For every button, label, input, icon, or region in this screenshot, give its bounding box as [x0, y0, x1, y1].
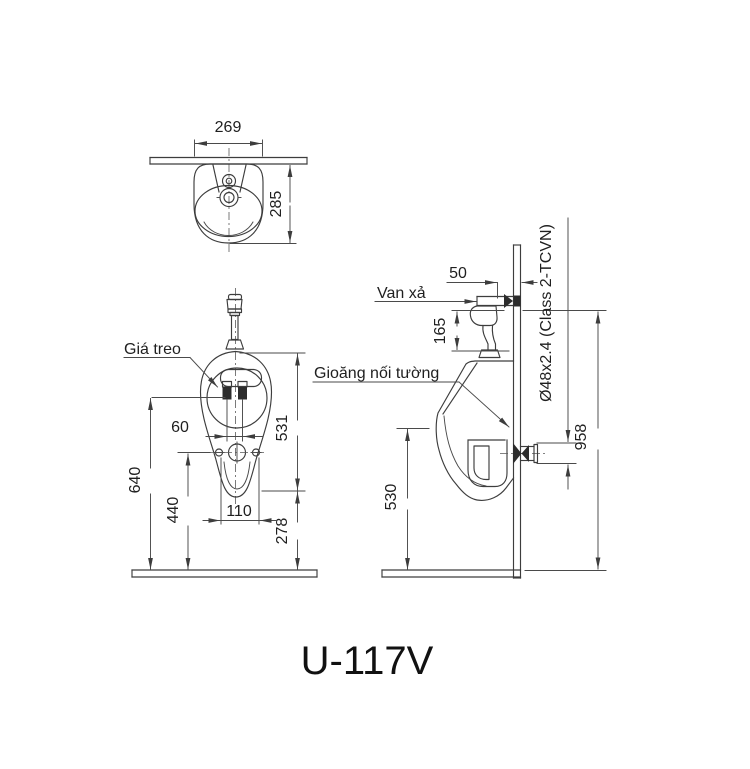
- front-bracket-label-text: Giá treo: [124, 341, 181, 358]
- front-floor-line: [131, 569, 318, 578]
- side-gasket-label-text: Gioăng nối tường: [314, 365, 439, 382]
- front-rim-circle: [206, 367, 268, 429]
- front-bracket-label: Giá treo: [123, 341, 219, 388]
- dim-front-rim-clearance: 278: [274, 491, 300, 570]
- dim-front-bracket-height-value: 640: [127, 467, 144, 494]
- dim-top-width: 269: [194, 119, 263, 157]
- dim-side-valve-height: 165: [432, 310, 510, 352]
- dim-side-pipe-spec-value: Ø48x2.4 (Class 2-TCVN): [538, 224, 555, 402]
- front-body-outline: [199, 350, 273, 498]
- model-title: U-117V: [301, 639, 434, 683]
- dim-side-pipe-spec: Ø48x2.4 (Class 2-TCVN): [536, 217, 577, 490]
- side-wall-bar: [512, 244, 522, 579]
- side-floor-line: [381, 569, 522, 578]
- dim-top-depth-value: 285: [268, 191, 285, 218]
- dim-side-front-height: 530: [383, 428, 430, 570]
- dim-front-rim-clearance-value: 278: [274, 518, 291, 545]
- front-brackets: [221, 380, 248, 442]
- dim-side-front-height-value: 530: [383, 484, 400, 511]
- front-drain: [208, 441, 266, 464]
- dim-top-depth: 285: [229, 165, 297, 244]
- front-spreader-channel: [219, 368, 263, 388]
- dim-front-drain-height: 440: [165, 452, 211, 570]
- dim-front-body-height-value: 531: [274, 415, 291, 442]
- dim-front-bracket-height: 640: [127, 397, 226, 570]
- dim-side-valve-offset-value: 50: [449, 265, 467, 282]
- dim-side-valve-offset: 50: [446, 265, 538, 299]
- dim-top-width-value: 269: [215, 119, 242, 136]
- side-valve-label-text: Van xả: [377, 285, 426, 302]
- dim-front-hole-spacing-value: 110: [226, 503, 252, 520]
- side-drain-spud: [500, 443, 546, 464]
- side-valve-label: Van xả: [374, 285, 477, 304]
- front-inner-bowl: [223, 461, 251, 490]
- front-view: Giá treo 531 278 640: [123, 288, 318, 578]
- dim-front-bracket-spacing-value: 60: [171, 419, 189, 436]
- top-spreader: [212, 164, 247, 208]
- side-body: [435, 360, 515, 501]
- top-bowl-inner-arc: [203, 221, 254, 236]
- dim-front-drain-height-value: 440: [165, 497, 182, 524]
- dim-front-hole-spacing: 110: [202, 457, 278, 525]
- dim-side-supply-height: 958: [522, 310, 607, 571]
- top-body-outline: [193, 163, 264, 244]
- dim-front-body-height: 531: [239, 352, 306, 492]
- dim-side-supply-height-value: 958: [573, 424, 590, 451]
- top-wall-bar: [149, 156, 308, 165]
- side-gasket-label: Gioăng nối tường: [312, 365, 510, 428]
- front-flush-valve: [225, 293, 245, 350]
- dim-front-bracket-spacing: 60: [171, 419, 264, 439]
- top-bowl-rim: [194, 184, 263, 238]
- side-view: 50 Van xả 165 Gioăng nối tường 530: [312, 217, 607, 579]
- dim-side-valve-height-value: 165: [432, 318, 449, 345]
- top-view: 269 285: [149, 119, 308, 252]
